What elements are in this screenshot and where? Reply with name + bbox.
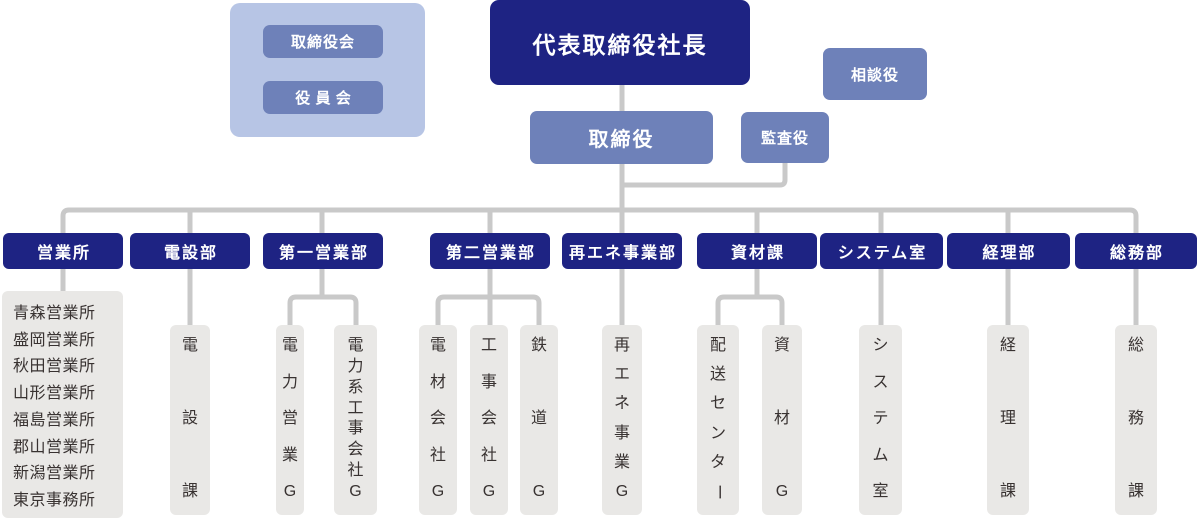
dept-label: 経理部 <box>982 245 1037 262</box>
dept-box-electrical-install: 電設部 <box>130 233 250 269</box>
president-label: 代表取締役社長 <box>532 31 708 58</box>
director-label: 取締役 <box>588 129 655 151</box>
office-list-item: 郡山営業所 <box>13 438 96 456</box>
board-meeting-label: 取締役会 <box>290 34 355 51</box>
unit-box-densetsu-section: 電設課 <box>170 325 210 515</box>
officers-meeting-label: 役員会 <box>295 90 356 107</box>
dept-box-sales-offices: 営業所 <box>3 233 123 269</box>
director-box: 取締役 <box>530 111 713 164</box>
dept-label: 第二営業部 <box>445 245 536 262</box>
office-list-item: 青森営業所 <box>13 304 96 322</box>
office-list-item: 新潟営業所 <box>13 465 96 483</box>
office-list-item: 東京事務所 <box>13 492 96 510</box>
dept-label: 資材課 <box>730 245 785 262</box>
dept-box-materials: 資材課 <box>697 233 817 269</box>
office-list-item: 福島営業所 <box>13 411 96 429</box>
dept-label: 第一営業部 <box>278 245 369 262</box>
unit-box-system-office: システム室 <box>859 325 902 515</box>
office-list-item: 盛岡営業所 <box>13 331 96 349</box>
unit-box-accounting-section: 経理課 <box>987 325 1029 515</box>
dept-label: 電設部 <box>163 245 218 262</box>
dept-label: 総務部 <box>1109 245 1164 262</box>
auditor-box: 監査役 <box>741 112 829 163</box>
unit-box-delivery-center: 配送センター <box>697 325 739 515</box>
advisor-box: 相談役 <box>823 48 927 100</box>
dept-box-accounting: 経理部 <box>947 233 1070 269</box>
unit-box-general-affairs-section: 総務課 <box>1115 325 1157 515</box>
board-panel: 取締役会 役員会 <box>230 3 425 137</box>
office-list: 青森営業所 盛岡営業所 秋田営業所 山形営業所 福島営業所 郡山営業所 新潟営業… <box>2 291 123 518</box>
dept-box-general-affairs: 総務部 <box>1075 233 1197 269</box>
dept-label: 再エネ事業部 <box>568 245 677 262</box>
dept-label: 営業所 <box>36 245 91 262</box>
office-list-item: 山形営業所 <box>13 385 96 403</box>
board-meeting-box: 取締役会 <box>263 25 383 58</box>
dept-box-system-office: システム室 <box>820 233 943 269</box>
officers-meeting-box: 役員会 <box>263 81 383 114</box>
dept-label: システム室 <box>837 245 928 262</box>
auditor-label: 監査役 <box>760 130 809 147</box>
president-box: 代表取締役社長 <box>490 0 750 85</box>
dept-box-first-sales: 第一営業部 <box>263 233 383 269</box>
office-list-item: 秋田営業所 <box>13 358 96 376</box>
advisor-label: 相談役 <box>850 66 899 84</box>
dept-box-renewable-energy: 再エネ事業部 <box>562 233 682 269</box>
dept-box-second-sales: 第二営業部 <box>430 233 550 269</box>
